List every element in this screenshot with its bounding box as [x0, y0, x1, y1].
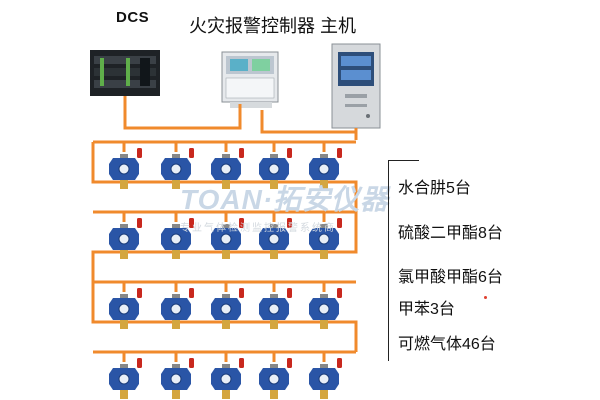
legend-item-hydrazine: 水合肼5台 — [398, 180, 471, 197]
watermark-logo: TOAN·拓安仪器 — [180, 184, 390, 215]
gas-detector-r4-5 — [309, 358, 342, 399]
legend-bracket — [388, 160, 419, 361]
gas-detector-r2-3 — [211, 218, 244, 259]
gas-detector-r3-3 — [211, 288, 244, 329]
legend-item-combustible-gas: 可燃气体46台 — [398, 336, 496, 353]
gas-detector-r3-5 — [309, 288, 342, 329]
gas-detector-r4-1 — [109, 358, 142, 399]
legend-item-dimethyl-sulfate: 硫酸二甲酯8台 — [398, 225, 503, 242]
dcs-cabinet — [90, 50, 160, 96]
gas-detector-r3-1 — [109, 288, 142, 329]
detector-array — [109, 148, 342, 399]
watermark-subtitle: 专业气体检测监控报警系统商 — [180, 223, 336, 234]
gas-detector-r1-5 — [309, 148, 342, 189]
dcs-label: DCS — [116, 9, 150, 26]
gas-detector-r4-2 — [161, 358, 194, 399]
gas-detector-r4-4 — [259, 358, 292, 399]
main-host-cabinet — [331, 43, 381, 129]
gas-detector-r2-1 — [109, 218, 142, 259]
gas-detector-r2-5 — [309, 218, 342, 259]
gas-detector-r3-4 — [259, 288, 292, 329]
cable-dcs-to-console — [123, 96, 242, 130]
legend-item-toluene: 甲苯3台 — [398, 301, 455, 318]
gas-detector-r1-3 — [211, 148, 244, 189]
gas-detector-r4-3 — [211, 358, 244, 399]
gas-detector-r1-2 — [161, 148, 194, 189]
gas-detector-r2-2 — [161, 218, 194, 259]
gas-detector-r2-4 — [259, 218, 292, 259]
gas-detector-r3-2 — [161, 288, 194, 329]
red-dot-mark — [484, 296, 487, 299]
controller-label: 火灾报警控制器 主机 — [189, 16, 357, 36]
gas-detector-r1-4 — [259, 148, 292, 189]
gas-detector-r1-1 — [109, 148, 142, 189]
fire-alarm-console — [221, 51, 279, 108]
legend-item-methyl-chloroformate: 氯甲酸甲酯6台 — [398, 269, 503, 286]
